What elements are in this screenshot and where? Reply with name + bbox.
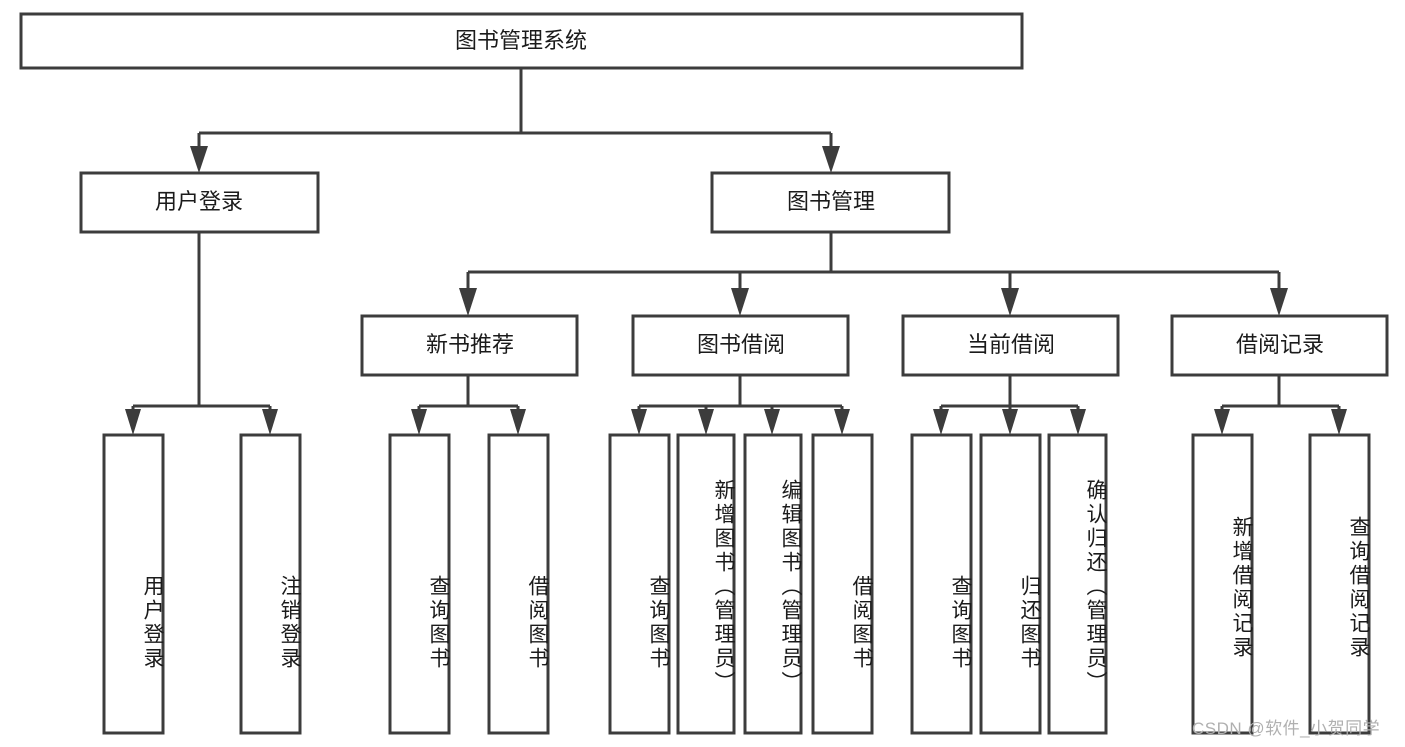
- arrow-leaf-logout: [262, 409, 278, 435]
- node-book-borrow[interactable]: 图书借阅: [631, 314, 850, 377]
- arrow-leaf-return-book: [1002, 409, 1018, 435]
- arrow-leaf-edit-book: [764, 409, 780, 435]
- leaf-box-logout[interactable]: [239, 433, 302, 735]
- node-new-book-recommend-label: 新书推荐: [426, 332, 514, 357]
- node-root-box[interactable]: [19, 12, 1024, 70]
- leaf-box-query-book-1[interactable]: [388, 433, 451, 735]
- node-root-label: 图书管理系统: [455, 28, 587, 53]
- arrow-to-borrow-record: [1270, 288, 1288, 316]
- node-user-login-label: 用户登录: [155, 189, 243, 214]
- leaf-box-add-book[interactable]: [676, 433, 736, 735]
- arrow-to-new-book: [459, 288, 477, 316]
- connectors-borrow-record-to-leaves: [1214, 375, 1347, 435]
- arrow-leaf-borrow-book-2: [834, 409, 850, 435]
- connectors-book-borrow-to-leaves: [631, 375, 850, 435]
- node-borrow-record-box[interactable]: [1170, 314, 1389, 377]
- node-new-book-recommend-box[interactable]: [360, 314, 579, 377]
- arrow-leaf-query-record: [1331, 409, 1347, 435]
- arrow-leaf-borrow-book-1: [510, 409, 526, 435]
- connectors-user-login-to-leaves: [125, 232, 278, 435]
- arrow-to-user-login: [190, 146, 208, 173]
- node-borrow-record-label: 借阅记录: [1236, 332, 1324, 357]
- arrow-leaf-user-login: [125, 409, 141, 435]
- leaf-box-borrow-book-2[interactable]: [811, 433, 874, 735]
- arrow-leaf-add-record: [1214, 409, 1230, 435]
- node-current-borrow[interactable]: 当前借阅: [901, 314, 1120, 377]
- connectors-current-borrow-to-leaves: [933, 375, 1086, 435]
- leaf-box-add-record[interactable]: [1191, 433, 1254, 735]
- node-borrow-record[interactable]: 借阅记录: [1170, 314, 1389, 377]
- node-book-borrow-label: 图书借阅: [697, 332, 785, 357]
- arrow-leaf-confirm-return: [1070, 409, 1086, 435]
- node-current-borrow-label: 当前借阅: [967, 332, 1055, 357]
- leaf-box-borrow-book-1[interactable]: [487, 433, 550, 735]
- arrow-to-current-borrow: [1001, 288, 1019, 316]
- connectors-root-to-level2: [190, 68, 840, 173]
- leaf-box-query-book-2[interactable]: [608, 433, 671, 735]
- node-current-borrow-box[interactable]: [901, 314, 1120, 377]
- arrow-to-book-manage: [822, 146, 840, 173]
- arrow-leaf-query-book-1: [411, 409, 427, 435]
- node-root[interactable]: 图书管理系统: [19, 12, 1024, 70]
- leaf-box-user-login[interactable]: [102, 433, 165, 735]
- arrow-leaf-add-book: [698, 409, 714, 435]
- node-user-login-box[interactable]: [79, 171, 320, 234]
- csdn-watermark: CSDN @软件_小贺同学: [1192, 719, 1381, 738]
- node-book-manage[interactable]: 图书管理: [710, 171, 951, 234]
- leaf-box-edit-book[interactable]: [743, 433, 803, 735]
- arrow-leaf-query-book-2: [631, 409, 647, 435]
- arrow-to-book-borrow: [731, 288, 749, 316]
- leaf-box-query-record[interactable]: [1308, 433, 1371, 735]
- node-user-login[interactable]: 用户登录: [79, 171, 320, 234]
- node-new-book-recommend[interactable]: 新书推荐: [360, 314, 579, 377]
- arrow-leaf-query-book-3: [933, 409, 949, 435]
- connectors-new-book-to-leaves: [411, 375, 526, 435]
- node-book-borrow-box[interactable]: [631, 314, 850, 377]
- leaf-box-confirm-return[interactable]: [1047, 433, 1108, 735]
- leaf-box-return-book[interactable]: [979, 433, 1042, 735]
- node-book-manage-box[interactable]: [710, 171, 951, 234]
- connectors-book-manage-to-level3: [459, 232, 1288, 316]
- leaf-box-query-book-3[interactable]: [910, 433, 973, 735]
- node-book-manage-label: 图书管理: [787, 189, 875, 214]
